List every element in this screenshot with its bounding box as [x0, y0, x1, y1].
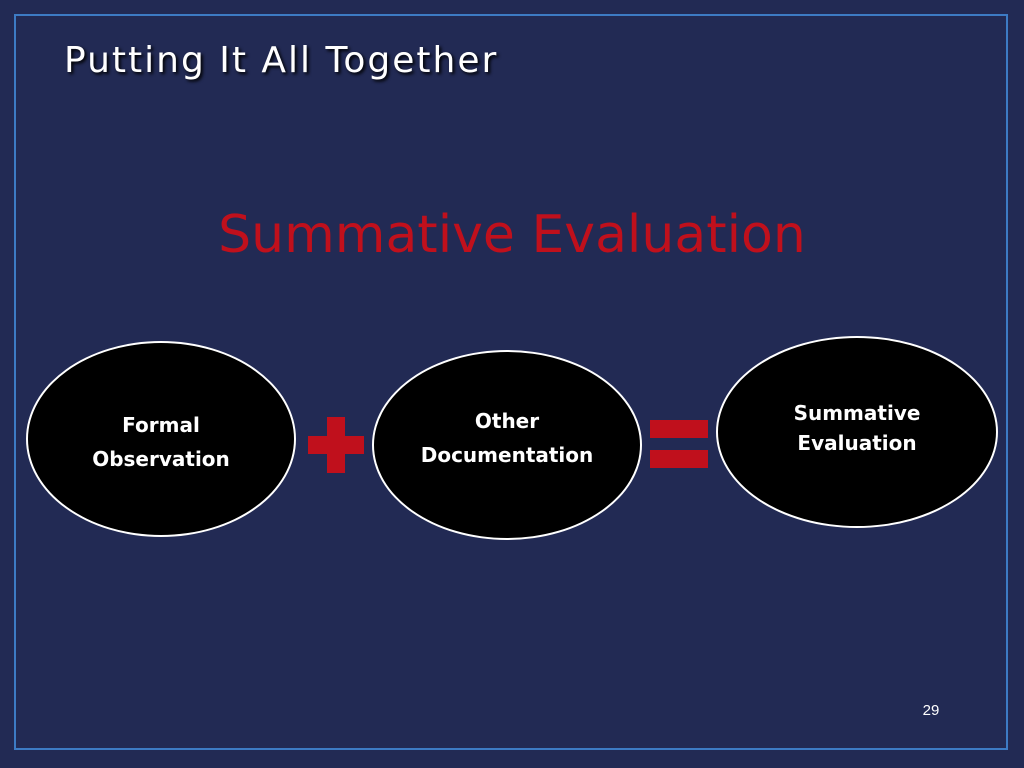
slide-title: Putting It All Together: [64, 40, 499, 81]
equals-icon: [650, 420, 708, 468]
plus-icon: [308, 417, 364, 473]
equals-icon-top-bar: [650, 420, 708, 438]
result-label: Summative Evaluation: [793, 401, 921, 455]
slide-frame: [14, 14, 1008, 750]
equals-icon-bottom-bar: [650, 450, 708, 468]
plus-icon-horizontal-bar: [308, 436, 364, 454]
term-formal-observation: Formal Observation: [26, 341, 296, 537]
slide-subtitle: Summative Evaluation: [218, 205, 806, 265]
term-other-documentation: Other Documentation: [372, 350, 642, 540]
term-1-label: Formal Observation: [92, 413, 230, 471]
page-number: 29: [922, 702, 940, 719]
term-2-label: Other Documentation: [420, 409, 594, 467]
result-summative-evaluation: Summative Evaluation: [716, 336, 998, 528]
